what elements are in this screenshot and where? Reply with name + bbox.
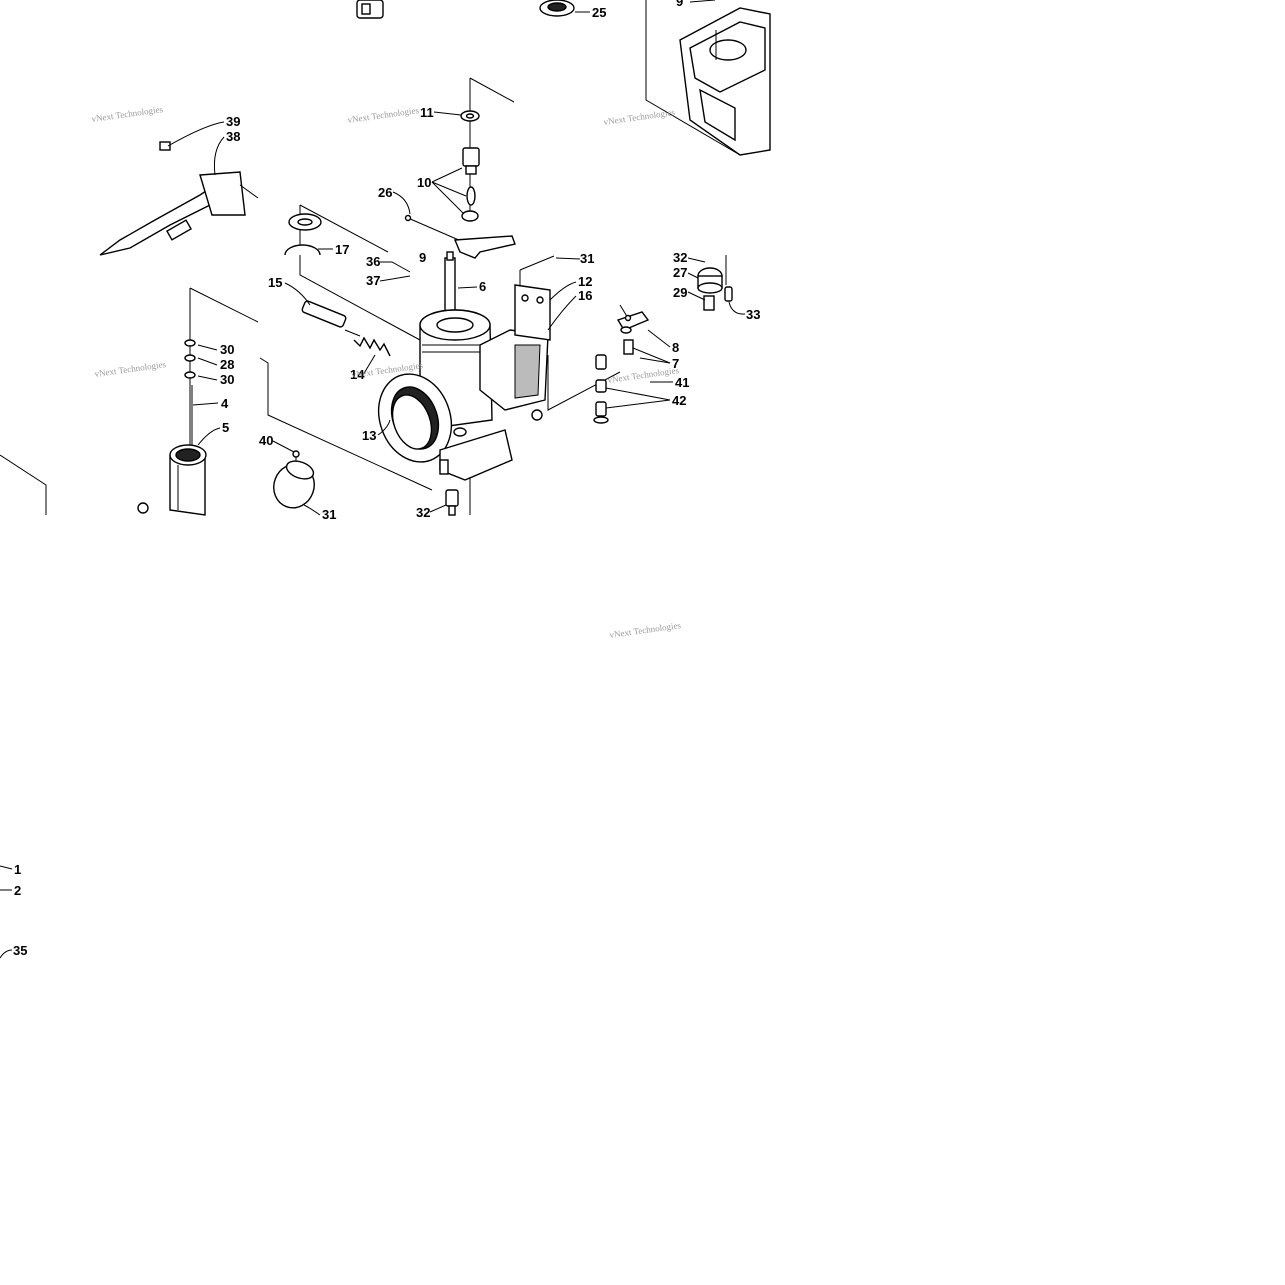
part-5-throttle-valve [169, 444, 207, 516]
part-17-washer [284, 213, 322, 256]
callout-14: 14 [350, 367, 365, 382]
callout-2: 2 [14, 883, 21, 898]
callout-33: 33 [746, 307, 760, 322]
part-7-42-screws [593, 339, 634, 424]
watermark: vNext Technologies [91, 104, 164, 124]
float-bowl-housing [679, 7, 771, 156]
part-25-seal [539, 0, 575, 17]
leader-lines [0, 0, 746, 959]
callout-5: 5 [222, 420, 229, 435]
part-9-bracket [453, 235, 516, 259]
callout-31-top: 31 [580, 251, 594, 266]
callout-38: 38 [226, 129, 240, 144]
callout-15: 15 [268, 275, 282, 290]
watermark: vNext Technologies [603, 107, 676, 127]
callout-4: 4 [221, 396, 229, 411]
watermark: vNext Technologies [347, 105, 420, 125]
callout-42: 42 [672, 393, 686, 408]
callout-7: 7 [672, 356, 679, 371]
part-14-spring [353, 336, 391, 357]
callout-30-lower: 30 [220, 372, 234, 387]
part-27-29-33-adjuster [697, 267, 733, 311]
part-32-drain-plug [445, 489, 459, 516]
callout-35: 35 [13, 943, 27, 958]
callout-16: 16 [578, 288, 592, 303]
callout-32-bottom: 32 [416, 505, 430, 520]
callout-32-top: 32 [673, 250, 687, 265]
callout-37: 37 [366, 273, 380, 288]
part-11-washer [460, 110, 480, 122]
part-8-plate [616, 311, 650, 334]
callout-13: 13 [362, 428, 376, 443]
callout-8: 8 [672, 340, 679, 355]
callout-26: 26 [378, 185, 392, 200]
watermark: vNext Technologies [94, 359, 167, 379]
part-10-jet-and-rings [461, 147, 480, 222]
callout-9-top: 9 [676, 0, 683, 9]
part-4-jet-needle [189, 385, 193, 450]
part-30-28-washers [184, 339, 196, 379]
callout-11: 11 [420, 105, 434, 120]
watermark: vNext Technologies [609, 620, 682, 640]
throttle-cable-assembly [99, 141, 259, 256]
callout-9: 9 [419, 250, 426, 265]
callout-labels: 25 9 11 10 26 39 38 17 9 36 37 6 15 31 1… [13, 0, 760, 958]
callout-30-upper: 30 [220, 342, 234, 357]
part-15-pilot-screw [301, 300, 361, 337]
callout-28: 28 [220, 357, 234, 372]
callout-39: 39 [226, 114, 240, 129]
top-left-fitting [356, 0, 384, 19]
part-12-gasket [514, 284, 551, 341]
callout-31-bottom: 31 [322, 507, 336, 522]
callout-25: 25 [592, 5, 606, 20]
callout-12: 12 [578, 274, 592, 289]
callout-29: 29 [673, 285, 687, 300]
callout-1: 1 [14, 862, 21, 877]
carburetor-body [377, 309, 549, 481]
callout-17: 17 [335, 242, 349, 257]
small-screw-bottom-left [137, 502, 149, 514]
callout-27: 27 [673, 265, 687, 280]
part-40-41-float [273, 450, 315, 509]
callout-41: 41 [675, 375, 689, 390]
callout-36: 36 [366, 254, 380, 269]
callout-10: 10 [417, 175, 431, 190]
callout-6: 6 [479, 279, 486, 294]
callout-40: 40 [259, 433, 273, 448]
